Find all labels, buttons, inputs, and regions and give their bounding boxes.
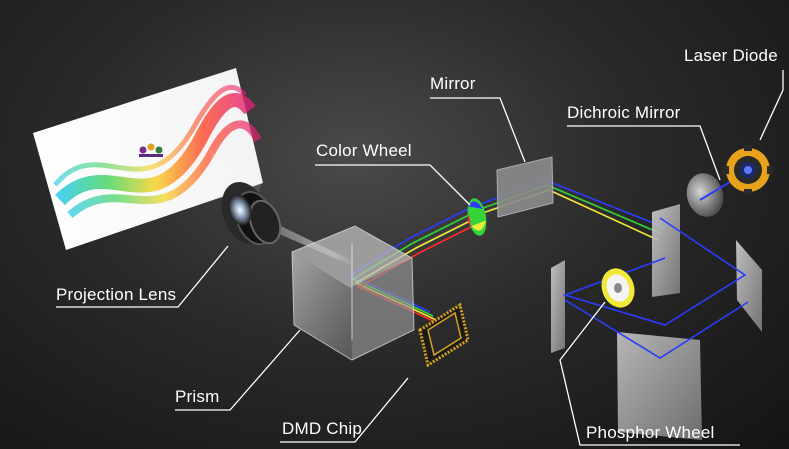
leader-mirror — [430, 97, 526, 163]
leader-prism — [175, 329, 301, 411]
label-mirror: Mirror — [430, 74, 476, 93]
leader-lines — [56, 70, 784, 446]
mirror — [496, 156, 554, 218]
far-right-reflector-panel — [736, 240, 762, 332]
laser-diode — [723, 145, 773, 195]
leader-color-wheel — [315, 164, 471, 206]
phosphor-wheel — [601, 268, 635, 308]
dichroic-mirror — [686, 173, 724, 217]
leader-dmd-chip — [280, 377, 409, 443]
leader-laser-diode — [759, 70, 784, 141]
viewsonic-logo — [139, 143, 163, 157]
label-projection-lens: Projection Lens — [56, 285, 177, 304]
label-prism: Prism — [175, 387, 220, 406]
color-wheel — [467, 198, 487, 236]
label-laser-diode: Laser Diode — [684, 46, 778, 65]
projection-lens — [221, 182, 282, 246]
blue-laser-loop — [562, 217, 749, 359]
prism — [291, 225, 415, 361]
right-reflector-panel — [652, 204, 680, 297]
left-reflector-panel — [551, 260, 565, 353]
label-phosphor-wheel: Phosphor Wheel — [586, 423, 715, 442]
label-dmd-chip: DMD Chip — [282, 419, 363, 438]
leader-dichroic-mirror — [567, 125, 721, 181]
bottom-reflector-panel — [617, 332, 702, 440]
leader-projection-lens — [56, 245, 229, 308]
leader-phosphor-wheel — [559, 301, 740, 446]
dmd-chip — [418, 302, 470, 368]
label-color-wheel: Color Wheel — [316, 141, 412, 160]
projection-screen — [33, 68, 263, 250]
label-dichroic-mirror: Dichroic Mirror — [567, 103, 681, 122]
